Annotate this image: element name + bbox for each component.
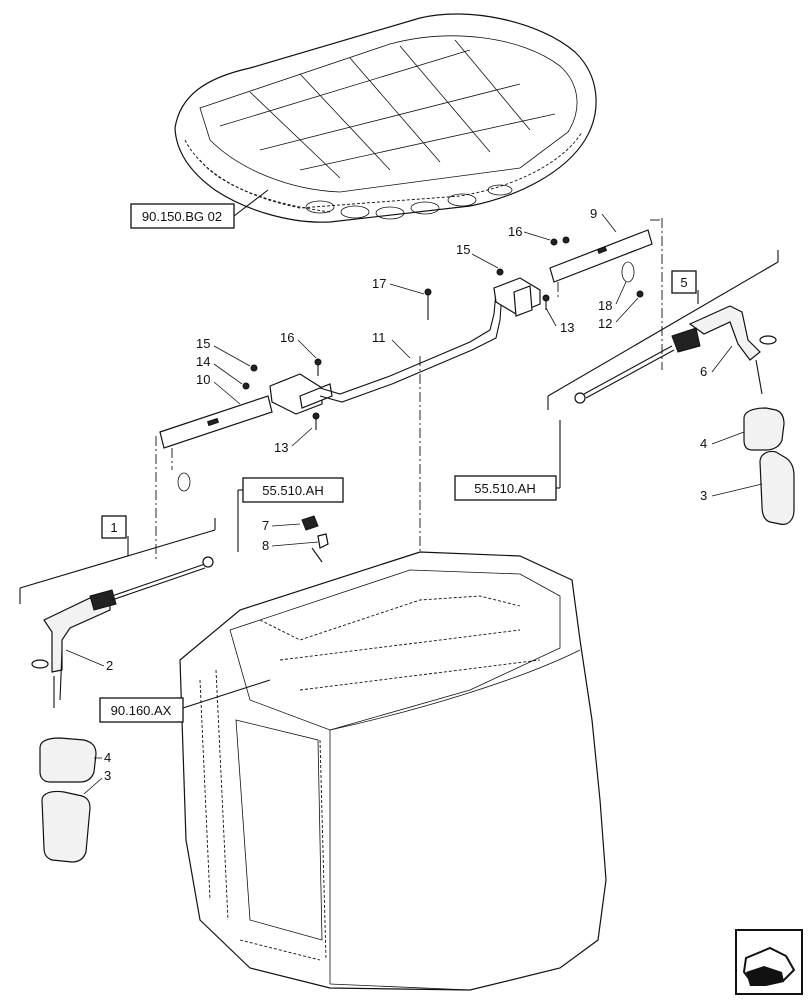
mount-bracket-left bbox=[269, 373, 333, 415]
bracket-rail-left bbox=[155, 395, 273, 560]
cab-reference-label: 90.160.AX bbox=[111, 703, 172, 718]
right-mirror-arm bbox=[574, 305, 777, 404]
cab-structure bbox=[179, 551, 607, 991]
next-page-arrow-icon[interactable] bbox=[735, 929, 803, 995]
right-harness-reference[interactable]: 55.510.AH bbox=[454, 420, 561, 501]
callout-7: 7 bbox=[262, 518, 269, 533]
right-group-label: 5 bbox=[671, 270, 697, 294]
right-harness-reference-label: 55.510.AH bbox=[474, 481, 535, 496]
callout-16-right: 16 bbox=[508, 224, 522, 239]
callout-3-left: 3 bbox=[104, 768, 111, 783]
callout-9: 9 bbox=[590, 206, 597, 221]
connector-parts bbox=[301, 515, 329, 563]
left-mirror-arm bbox=[31, 556, 214, 708]
right-group-bracket bbox=[547, 250, 779, 410]
callout-3-right: 3 bbox=[700, 488, 707, 503]
left-harness-reference[interactable]: 55.510.AH bbox=[237, 477, 344, 552]
callout-15-left: 15 bbox=[196, 336, 210, 351]
callout-10: 10 bbox=[196, 372, 210, 387]
right-group-number: 5 bbox=[680, 275, 687, 290]
left-harness-reference-label: 55.510.AH bbox=[262, 483, 323, 498]
roof-reference[interactable]: 90.150.BG 02 bbox=[130, 189, 269, 229]
callouts: 9 16 15 17 18 12 13 11 16 15 14 10 13 7 … bbox=[65, 206, 763, 795]
callout-8: 8 bbox=[262, 538, 269, 553]
callout-17: 17 bbox=[372, 276, 386, 291]
mount-bracket-right bbox=[493, 277, 541, 317]
callout-11: 11 bbox=[372, 330, 386, 345]
callout-4-left: 4 bbox=[104, 750, 111, 765]
right-mirror-head bbox=[743, 407, 795, 525]
bracket-rail-right bbox=[549, 218, 663, 370]
left-group-label: 1 bbox=[101, 515, 127, 539]
callout-14: 14 bbox=[196, 354, 210, 369]
callout-13-left: 13 bbox=[274, 440, 288, 455]
callout-18: 18 bbox=[598, 298, 612, 313]
roof-reference-label: 90.150.BG 02 bbox=[142, 209, 222, 224]
left-mirror-head bbox=[39, 737, 97, 863]
callout-6: 6 bbox=[700, 364, 707, 379]
bolts bbox=[242, 236, 644, 430]
callout-2: 2 bbox=[106, 658, 113, 673]
callout-15-right: 15 bbox=[456, 242, 470, 257]
left-group-bracket bbox=[19, 518, 216, 604]
left-group-number: 1 bbox=[110, 520, 117, 535]
roof-panel bbox=[174, 13, 597, 223]
callout-12: 12 bbox=[598, 316, 612, 331]
callout-16-left: 16 bbox=[280, 330, 294, 345]
cab-reference[interactable]: 90.160.AX bbox=[99, 679, 271, 723]
callout-13-right: 13 bbox=[560, 320, 574, 335]
callout-4-right: 4 bbox=[700, 436, 707, 451]
